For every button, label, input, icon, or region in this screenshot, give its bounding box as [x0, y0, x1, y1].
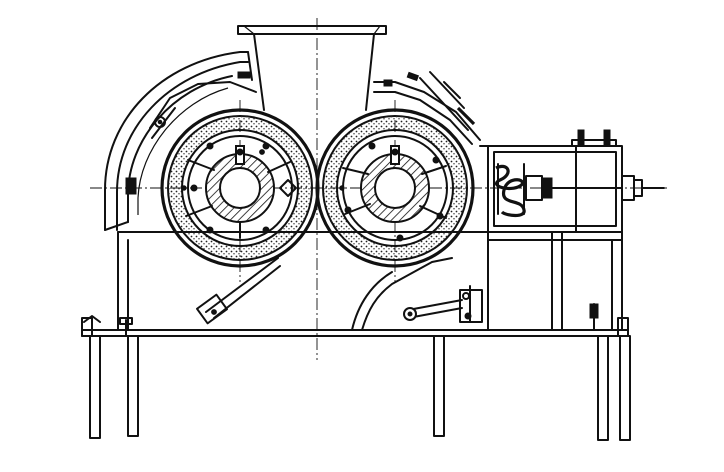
left-cover-guard — [104, 51, 257, 231]
main-frame — [81, 231, 629, 337]
tension-lever — [403, 285, 483, 323]
support-legs — [89, 303, 631, 441]
right-top-cover — [373, 71, 481, 145]
spring-adjustment-housing — [479, 129, 665, 233]
right-crushing-roll — [315, 108, 475, 268]
left-scraper — [196, 257, 281, 325]
left-foot-bracket — [83, 315, 101, 323]
feed-hopper — [237, 25, 387, 111]
